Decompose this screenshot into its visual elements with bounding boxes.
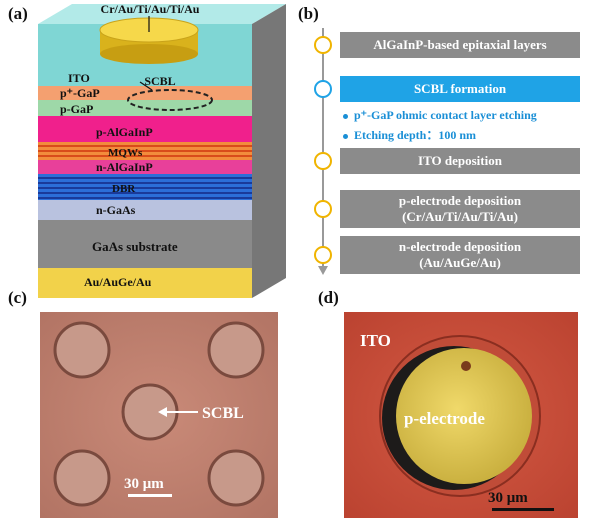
layer-dbr — [38, 174, 252, 200]
panel-label-d: (d) — [318, 288, 339, 307]
flow-arrow-head — [318, 266, 328, 275]
scbl-disk — [207, 321, 265, 379]
scbl-label: SCBL — [144, 74, 175, 88]
layer-label-p-gap-plus: p⁺-GaP — [60, 86, 100, 100]
micrograph-d-ito-label: ITO — [360, 331, 391, 350]
panel-label-b: (b) — [298, 4, 319, 23]
flow-step-3: ITO deposition — [340, 148, 580, 174]
flow-node-3 — [314, 152, 332, 170]
flow-step-2-line-1: SCBL formation — [413, 81, 507, 96]
flow-step-5-line-2: (Au/AuGe/Au) — [419, 255, 501, 270]
layer-label-dbr: DBR — [112, 183, 136, 195]
scbl-region — [127, 89, 213, 111]
layer-gaas-substrate — [38, 220, 252, 268]
flow-step-4-line-2: (Cr/Au/Ti/Au/Ti/Au) — [402, 209, 518, 224]
flow-node-2 — [314, 80, 332, 98]
flow-step-5: n-electrode deposition (Au/AuGe/Au) — [340, 236, 580, 274]
micrograph-c-scale-text: 30 μm — [124, 476, 164, 492]
bullet-dot — [343, 113, 348, 119]
flow-step-2: SCBL formation — [340, 76, 580, 102]
surface-particle — [461, 361, 471, 371]
top-electrode — [99, 17, 199, 64]
panel-label-c: (c) — [8, 288, 27, 307]
ito-top-face — [38, 4, 286, 24]
bullet-dot — [343, 133, 348, 139]
scbl-disk — [53, 449, 111, 507]
flow-node-4 — [314, 200, 332, 218]
layer-label-p-algainp: p-AlGaInP — [96, 125, 153, 139]
led-structure-diagram: Cr/Au/Ti/Au/Ti/Au SCBL ITO p⁺-GaP p-GaP … — [38, 2, 286, 298]
flow-bullet-1-text: p⁺-GaP ohmic contact layer etching — [354, 108, 537, 122]
layer-n-algainp — [38, 160, 252, 174]
scbl-disk — [53, 321, 111, 379]
micrograph-c-scbl-label: SCBL — [202, 405, 244, 422]
flow-node-1 — [314, 36, 332, 54]
layer-label-mqws: MQWs — [108, 147, 143, 159]
flow-step-5-line-1: n-electrode deposition — [398, 239, 522, 254]
layer-label-n-algainp: n-AlGaInP — [96, 160, 153, 174]
flow-bullet-1: p⁺-GaP ohmic contact layer etching — [343, 108, 537, 123]
layer-back-contact — [38, 268, 252, 298]
layer-label-p-gap: p-GaP — [60, 102, 93, 116]
micrograph-c-scale-bar — [128, 494, 172, 497]
layer-mqws — [38, 142, 252, 160]
micrograph-p-electrode: ITO p-electrode 30 μm — [344, 312, 578, 518]
flow-bullet-2: Etching depth：100 nm — [343, 126, 476, 143]
flow-step-1-line-1: AlGaInP-based epitaxial layers — [373, 37, 547, 52]
micrograph-scbl-array: SCBL 30 μm — [40, 312, 278, 518]
layer-label-back-contact: Au/AuGe/Au — [84, 275, 152, 289]
flow-timeline — [322, 28, 324, 268]
right-side-face — [252, 4, 286, 298]
layer-p-algainp — [38, 116, 252, 142]
flow-node-5 — [314, 246, 332, 264]
layer-p-gap-plus — [38, 86, 252, 100]
micrograph-d-electrode-label: p-electrode — [404, 409, 485, 428]
flow-bullet-2-text: Etching depth：100 nm — [354, 128, 477, 142]
layer-label-gaas-substrate: GaAs substrate — [92, 239, 178, 254]
scbl-callout-line — [139, 81, 153, 91]
layer-label-ito: ITO — [68, 71, 90, 85]
p-electrode-pad — [396, 348, 532, 484]
micrograph-d-scale-text: 30 μm — [488, 490, 528, 506]
layer-n-gaas — [38, 200, 252, 220]
scbl-disk — [207, 449, 265, 507]
flow-step-3-line-1: ITO deposition — [418, 153, 502, 168]
electrode-label: Cr/Au/Ti/Au/Ti/Au — [101, 2, 200, 16]
panel-label-a: (a) — [8, 4, 28, 23]
layer-label-n-gaas: n-GaAs — [96, 203, 136, 217]
micrograph-d-scale-bar — [492, 508, 554, 511]
flow-step-4: p-electrode deposition (Cr/Au/Ti/Au/Ti/A… — [340, 190, 580, 228]
flow-step-1: AlGaInP-based epitaxial layers — [340, 32, 580, 58]
flow-step-4-line-1: p-electrode deposition — [398, 193, 522, 208]
scbl-arrow-head — [158, 407, 167, 417]
layer-p-gap — [38, 100, 252, 116]
